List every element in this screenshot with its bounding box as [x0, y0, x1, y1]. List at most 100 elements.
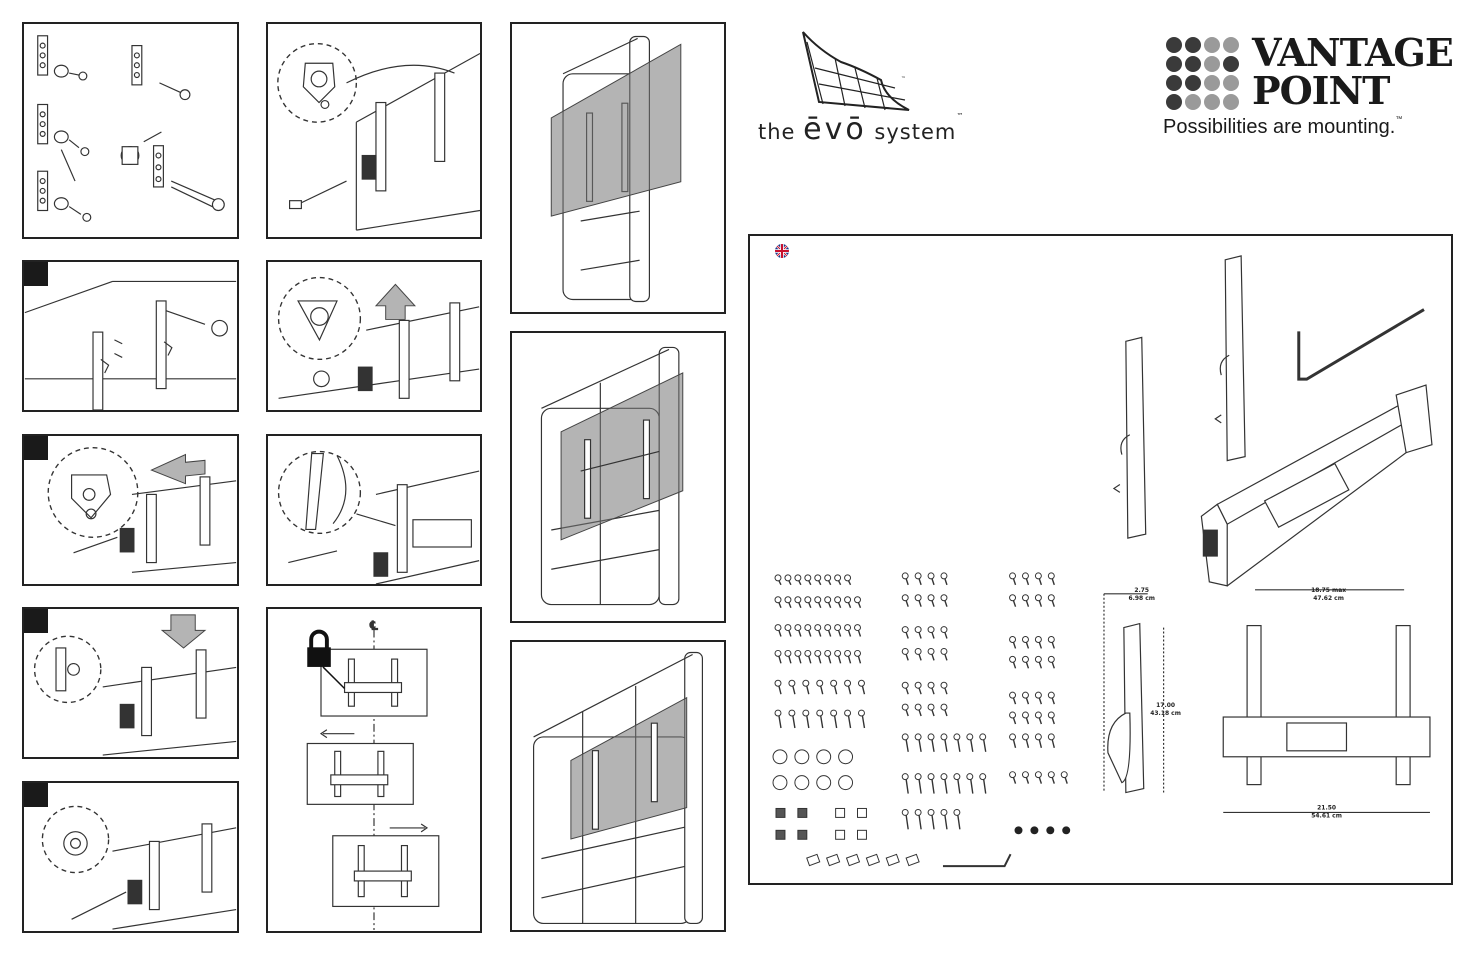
screw-part	[1021, 733, 1030, 749]
screw-part	[1021, 655, 1030, 669]
screw-part	[774, 624, 782, 637]
screw-part	[824, 574, 832, 586]
spacer-part	[865, 853, 881, 867]
screw-part	[1047, 636, 1055, 649]
screw-part	[966, 733, 974, 752]
screw-part	[1034, 594, 1043, 607]
evo-suffix: system	[874, 120, 957, 144]
bolt-part	[1046, 826, 1055, 835]
hardware-options-panel	[22, 22, 239, 239]
bolt-part	[1062, 826, 1071, 835]
screw-part	[834, 596, 842, 608]
screw-part	[834, 649, 842, 664]
screw-part	[834, 574, 842, 586]
screw-part	[794, 596, 802, 608]
screw-part	[1034, 771, 1043, 784]
washer-part	[838, 749, 854, 765]
logo-dot	[1204, 37, 1220, 53]
height-inches: 17.00	[1156, 702, 1175, 709]
screw-part	[844, 649, 852, 664]
screw-part	[1021, 636, 1030, 649]
screw-part	[824, 649, 832, 664]
level-centering-panel: ℄	[266, 607, 482, 933]
step-3-panel	[22, 607, 239, 759]
step-4-panel	[22, 781, 239, 933]
vantage-point-dots-logo	[1166, 37, 1239, 110]
screw-part	[914, 647, 922, 661]
nut-part	[857, 829, 867, 840]
washer-part	[816, 775, 832, 791]
logo-dot	[1223, 37, 1239, 53]
screw-part	[1047, 594, 1055, 607]
screw-part	[774, 574, 782, 586]
screw-part	[854, 649, 862, 664]
screw-part	[901, 773, 909, 794]
bolt-part	[1030, 826, 1039, 835]
company-line-1: VANTAGE	[1252, 30, 1454, 75]
washer-part	[772, 749, 788, 765]
screw-part	[1047, 733, 1055, 749]
screw-part	[814, 574, 822, 586]
screw-part	[1047, 655, 1055, 669]
screw-part	[927, 681, 935, 695]
screw-part	[940, 703, 948, 717]
step-marker	[24, 436, 48, 460]
screw-part	[784, 649, 792, 664]
screw-part	[854, 596, 862, 608]
parts-list-panel: 2.75 6.98 cm 17.00 43.18 cm 18.75 max 47…	[748, 234, 1453, 885]
screw-part	[927, 733, 935, 752]
spacer-part	[905, 853, 920, 867]
step-2-panel	[22, 434, 239, 586]
screw-part	[914, 626, 922, 639]
screw-part	[979, 733, 987, 752]
logo-dot	[1166, 56, 1182, 72]
screw-part	[1009, 733, 1017, 749]
screw-part	[901, 626, 909, 639]
screw-part	[901, 647, 909, 661]
logo-dot	[1166, 37, 1182, 53]
screw-part	[794, 649, 802, 664]
logo-dot	[1223, 56, 1239, 72]
logo-dot	[1185, 56, 1201, 72]
screw-part	[854, 624, 862, 637]
screw-part	[940, 681, 948, 695]
screw-part	[1047, 691, 1055, 705]
tilt-step-panel	[266, 260, 482, 412]
screw-part	[788, 709, 796, 729]
screw-part	[784, 624, 792, 637]
screw-part	[953, 808, 961, 830]
screw-part	[844, 679, 852, 695]
screw-part	[1021, 691, 1030, 705]
screw-part	[953, 733, 961, 752]
vantage-point-wordmark: VANTAGE POINT	[1252, 30, 1454, 113]
tagline-text: Possibilities are mounting.	[1163, 116, 1396, 138]
company-line-2: POINT	[1252, 68, 1390, 113]
screw-part	[901, 681, 909, 695]
screw-part	[914, 808, 922, 830]
logo-dot	[1204, 56, 1220, 72]
screw-part	[927, 626, 935, 639]
screw-part	[914, 681, 922, 695]
screw-part	[901, 703, 909, 717]
logo-dot	[1204, 94, 1220, 110]
screw-part	[834, 624, 842, 637]
screw-part	[788, 679, 796, 695]
screw-part	[814, 624, 822, 637]
svg-text:℄: ℄	[369, 619, 378, 633]
screw-part	[774, 709, 782, 729]
screw-part	[979, 773, 987, 794]
screw-part	[914, 594, 922, 607]
screw-part	[1034, 636, 1043, 649]
screw-part	[804, 574, 812, 586]
tagline: Possibilities are mounting.™	[1163, 116, 1402, 139]
screw-part	[1034, 572, 1043, 586]
screw-part	[1034, 711, 1043, 725]
logo-dot	[1223, 94, 1239, 110]
hardware-grid	[772, 572, 1071, 868]
nut-part	[797, 829, 808, 840]
washer-part	[794, 775, 810, 791]
screw-part	[794, 624, 802, 637]
screw-part	[927, 572, 935, 586]
washer-part	[772, 775, 788, 791]
max-cm: 47.62 cm	[1313, 595, 1344, 602]
